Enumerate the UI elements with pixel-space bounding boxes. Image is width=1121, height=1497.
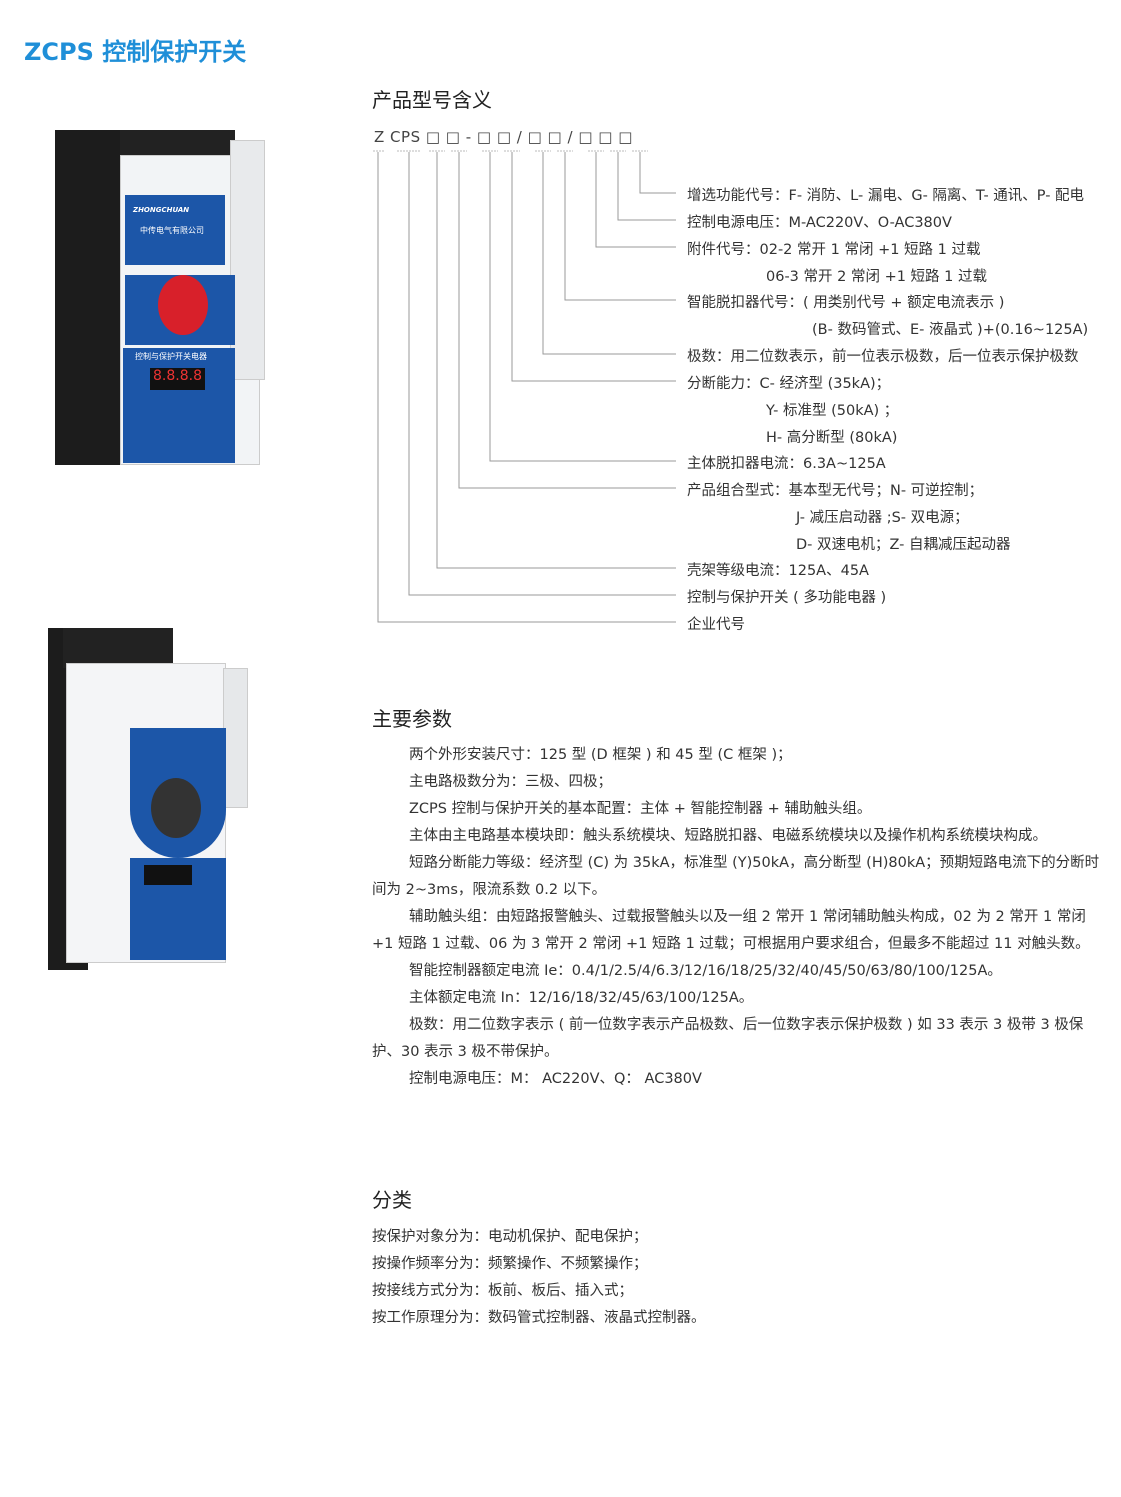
- classification-item: 按操作频率分为：频繁操作、不频繁操作；: [372, 1256, 648, 1272]
- param-paragraph: 控制电源电压：M： AC220V、Q： AC380V: [409, 1071, 702, 1087]
- main-params-heading: 主要参数: [372, 707, 452, 731]
- label-breaking-capacity: 分断能力：C- 经济型 (35kA)；: [687, 376, 891, 392]
- param-paragraph: 主体额定电流 In：12/16/18/32/45/63/100/125A。: [409, 990, 754, 1006]
- product-image-2: [48, 628, 253, 973]
- param-paragraph: 智能控制器额定电流 Ie：0.4/1/2.5/4/6.3/12/16/18/25…: [409, 963, 1002, 979]
- display: 8.8.8.8: [150, 368, 205, 390]
- classification-item: 按接线方式分为：板前、板后、插入式；: [372, 1283, 633, 1299]
- product-image-1: ZHONGCHUAN 中传电气有限公司 控制与保护开关电器 8.8.8.8: [55, 130, 270, 470]
- label-combination-type-3: D- 双速电机；Z- 自耦减压起动器: [796, 537, 1011, 553]
- param-paragraph: 辅助触头组：由短路报警触头、过载报警触头以及一组 2 常开 1 常闭辅助触头构成…: [372, 909, 1090, 952]
- label-combination-type-2: J- 减压启动器 ;S- 双电源；: [796, 510, 969, 526]
- label-breaking-capacity-y: Y- 标准型 (50kA) ；: [766, 403, 899, 419]
- classification-item: 按工作原理分为：数码管式控制器、液晶式控制器。: [372, 1310, 706, 1326]
- param-paragraph: 短路分断能力等级：经济型 (C) 为 35kA，标准型 (Y)50kA，高分断型…: [372, 855, 1100, 898]
- label-trip-unit-code: 智能脱扣器代号：( 用类别代号 + 额定电流表示 ): [687, 295, 1005, 311]
- page-title: ZCPS 控制保护开关: [24, 38, 247, 66]
- classification-item: 按保护对象分为：电动机保护、配电保护；: [372, 1229, 648, 1245]
- label-poles: 极数：用二位数表示，前一位表示极数，后一位表示保护极数: [687, 349, 1079, 365]
- model-code: Z CPS □ □ - □ □ / □ □ / □ □ □: [374, 128, 633, 146]
- label-accessory-code: 附件代号：02-2 常开 1 常闭 +1 短路 1 过载: [687, 242, 981, 258]
- label-frame-current: 壳架等级电流：125A、45A: [687, 563, 869, 579]
- company-name: 中传电气有限公司: [140, 226, 204, 235]
- label-combination-type: 产品组合型式：基本型无代号；N- 可逆控制；: [687, 483, 984, 499]
- classification-heading: 分类: [372, 1188, 412, 1212]
- model-meaning-heading: 产品型号含义: [372, 88, 492, 112]
- label-optional-function: 增选功能代号：F- 消防、L- 漏电、G- 隔离、T- 通讯、P- 配电: [687, 188, 1085, 204]
- label-main-trip-current: 主体脱扣器电流：6.3A~125A: [687, 456, 886, 472]
- main-params-list: 两个外形安装尺寸：125 型 (D 框架 ) 和 45 型 (C 框架 )； 主…: [372, 742, 1100, 1093]
- label-control-voltage: 控制电源电压：M-AC220V、O-AC380V: [687, 215, 952, 231]
- param-paragraph: ZCPS 控制与保护开关的基本配置：主体 + 智能控制器 + 辅助触头组。: [409, 801, 872, 817]
- label-trip-unit-code-2: (B- 数码管式、E- 液晶式 )+(0.16~125A): [812, 322, 1089, 338]
- brand-logo: ZHONGCHUAN: [133, 206, 190, 214]
- classification-list: 按保护对象分为：电动机保护、配电保护； 按操作频率分为：频繁操作、不频繁操作； …: [372, 1224, 706, 1332]
- label-product-name: 控制与保护开关 ( 多功能电器 ): [687, 590, 887, 606]
- param-paragraph: 主电路极数分为：三极、四极；: [409, 774, 612, 790]
- param-paragraph: 极数：用二位数字表示 ( 前一位数字表示产品极数、后一位数字表示保护极数 ) 如…: [372, 1017, 1084, 1060]
- param-paragraph: 主体由主电路基本模块即：触头系统模块、短路脱扣器、电磁系统模块以及操作机构系统模…: [409, 828, 1047, 844]
- device-label: 控制与保护开关电器: [135, 352, 207, 361]
- model-code-diagram: [373, 150, 676, 623]
- label-company-code: 企业代号: [687, 617, 745, 633]
- label-breaking-capacity-h: H- 高分断型 (80kA): [766, 430, 898, 446]
- label-accessory-code-2: 06-3 常开 2 常闭 +1 短路 1 过载: [766, 269, 987, 285]
- param-paragraph: 两个外形安装尺寸：125 型 (D 框架 ) 和 45 型 (C 框架 )；: [409, 747, 792, 763]
